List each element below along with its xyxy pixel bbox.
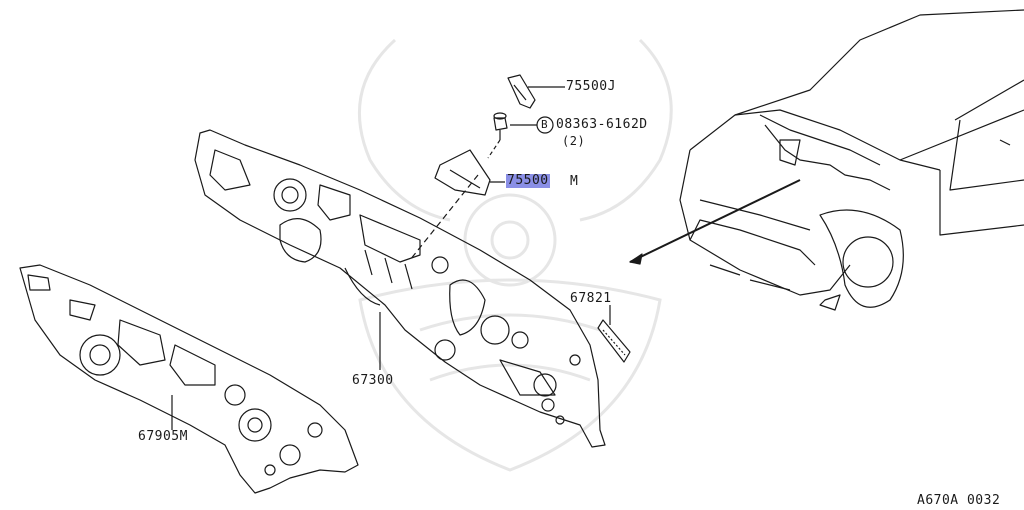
car-illustration: [679, 9, 1024, 311]
cover-part-75500M: [434, 149, 491, 196]
label-75500M-suffix: M: [570, 174, 579, 189]
label-bolt-qty: (2): [562, 134, 586, 148]
leader-lines: [171, 86, 611, 430]
label-67821: 67821: [570, 291, 612, 306]
dash-panel-lower: [19, 264, 359, 494]
label-bolt-code: 08363-6162D: [556, 117, 648, 132]
label-67905M: 67905M: [138, 429, 188, 444]
bolt-marker-b: B: [541, 118, 549, 131]
watermark-crest: [357, 38, 673, 472]
insulator-part-67821: [597, 319, 631, 363]
label-67300: 67300: [352, 373, 394, 388]
location-arrow: [629, 179, 801, 263]
diagram-id: A670A 0032: [917, 493, 1001, 508]
bolt-part: [493, 112, 508, 140]
dash-panel-insulator: [194, 129, 606, 448]
label-75500J: 75500J: [566, 79, 616, 94]
label-75500M-highlight: 75500: [506, 173, 550, 188]
clip-part-75500J: [507, 74, 536, 109]
